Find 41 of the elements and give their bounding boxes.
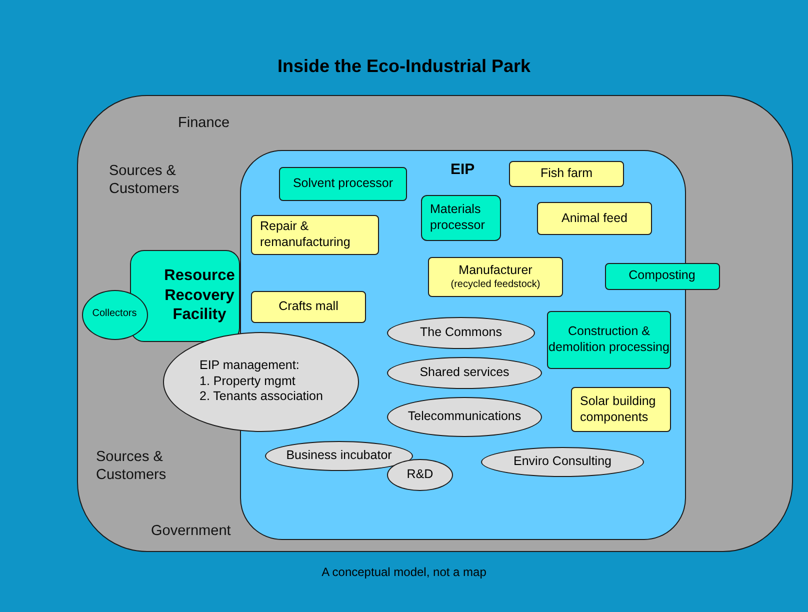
facility-box bbox=[509, 161, 624, 187]
facility-box bbox=[251, 291, 366, 323]
node-label: The Commons bbox=[420, 325, 502, 341]
region-label: Government bbox=[151, 522, 231, 540]
node-label: Collectors bbox=[92, 308, 137, 321]
facility-box bbox=[421, 195, 501, 241]
node-label: Crafts mall bbox=[278, 299, 338, 315]
node-label: Repair & remanufacturing bbox=[260, 219, 352, 251]
facility-box bbox=[604, 262, 720, 290]
region-label: Sources & Customers bbox=[109, 162, 180, 198]
node-label: Shared services bbox=[420, 365, 510, 381]
node-label: Construction & demolition processing bbox=[548, 324, 670, 356]
facility-box bbox=[428, 257, 563, 297]
node-label: EIP management: bbox=[200, 358, 300, 374]
facility-box bbox=[571, 387, 671, 432]
diagram-title: Inside the Eco-Industrial Park bbox=[276, 56, 532, 77]
park-title: EIP bbox=[450, 160, 475, 180]
region-panel bbox=[77, 95, 793, 552]
region-label: Finance bbox=[178, 114, 230, 132]
node-label: 1. Property mgmt bbox=[200, 374, 296, 390]
node-label: Manufacturer bbox=[458, 262, 532, 279]
facility-box bbox=[537, 202, 652, 235]
node-label: R&D bbox=[406, 467, 434, 483]
node-label: Solvent processor bbox=[292, 176, 394, 192]
diagram-caption: A conceptual model, not a map bbox=[320, 565, 488, 579]
node-label: Animal feed bbox=[561, 210, 628, 226]
region-label: Sources & Customers bbox=[96, 448, 168, 484]
node-label: Enviro Consulting bbox=[514, 454, 612, 470]
node-label: Fish farm bbox=[540, 166, 593, 182]
service-oval bbox=[387, 459, 453, 491]
node-label: Resource Recovery Facility bbox=[163, 266, 236, 325]
node-label: Business incubator bbox=[286, 448, 392, 464]
node-label: 2. Tenants association bbox=[200, 389, 323, 405]
node-label: Materials processor bbox=[430, 202, 486, 234]
node-label: Solar building components bbox=[580, 394, 657, 426]
node-label: Telecommunications bbox=[408, 409, 522, 425]
node-label: Composting bbox=[628, 268, 696, 284]
facility-box bbox=[279, 167, 407, 201]
facility-box bbox=[251, 215, 379, 255]
facility-box bbox=[547, 311, 671, 369]
node-label: (recycled feedstock) bbox=[450, 278, 540, 292]
